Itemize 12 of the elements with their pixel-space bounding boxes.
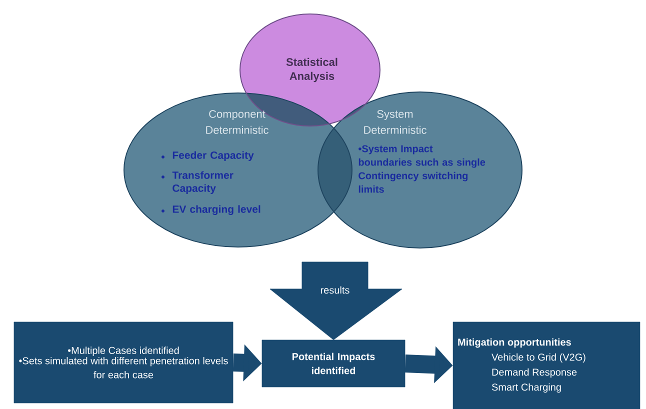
process-box: •Multiple Cases identified •Sets simulated with different penetration levels for each case — [14, 322, 234, 404]
ellipse-heading: Component Deterministic — [206, 110, 268, 134]
bullet-item: EV charging level — [162, 205, 260, 216]
process-box: Potential Impacts identified — [262, 340, 406, 388]
ellipse-heading: System Deterministic — [364, 110, 426, 134]
bullet-item: Transformer Capacity — [162, 171, 234, 194]
bullet-item: Feeder Capacity — [162, 151, 254, 161]
edge-label: results — [320, 286, 350, 294]
block-arrow — [270, 262, 402, 340]
ellipse-body: •System Impact boundaries such as single Contingency switching limits — [358, 145, 486, 193]
process-box: Mitigation opportunities Vehicle to Grid (V2G) Demand Response Smart Charging — [452, 322, 640, 409]
ellipse-label: Statistical Analysis — [286, 58, 338, 82]
